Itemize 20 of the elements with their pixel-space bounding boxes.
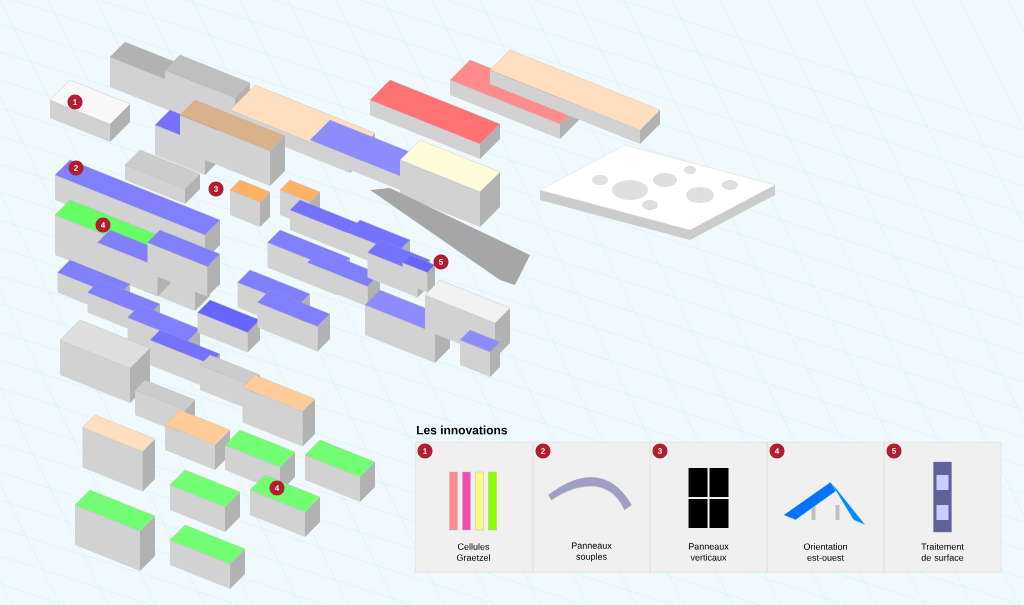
card-caption: Traitement de surface <box>921 543 964 561</box>
badge-number: 2 <box>535 443 551 459</box>
badge-number: 4 <box>769 443 785 459</box>
legend-card <box>533 442 651 573</box>
legend-card <box>884 442 1002 573</box>
callout-number: 1 <box>67 94 83 110</box>
callout-number: 4 <box>95 217 111 233</box>
callout-number: 2 <box>68 160 84 176</box>
badge-number: 5 <box>886 443 902 459</box>
card-caption: Panneaux souples <box>572 542 612 562</box>
legend-heading: Les innovations <box>417 425 508 435</box>
card-caption: Cellules Graetzel <box>456 543 490 561</box>
card-caption: Panneaux verticaux <box>689 543 729 561</box>
callout-number: 5 <box>433 254 449 270</box>
callout-number: 3 <box>208 181 224 197</box>
badge-number: 3 <box>652 443 668 459</box>
card-caption: Orientation est-ouest <box>803 543 847 561</box>
legend-card <box>767 442 885 573</box>
callout-number: 4 <box>269 480 285 496</box>
badge-number: 1 <box>417 443 433 459</box>
